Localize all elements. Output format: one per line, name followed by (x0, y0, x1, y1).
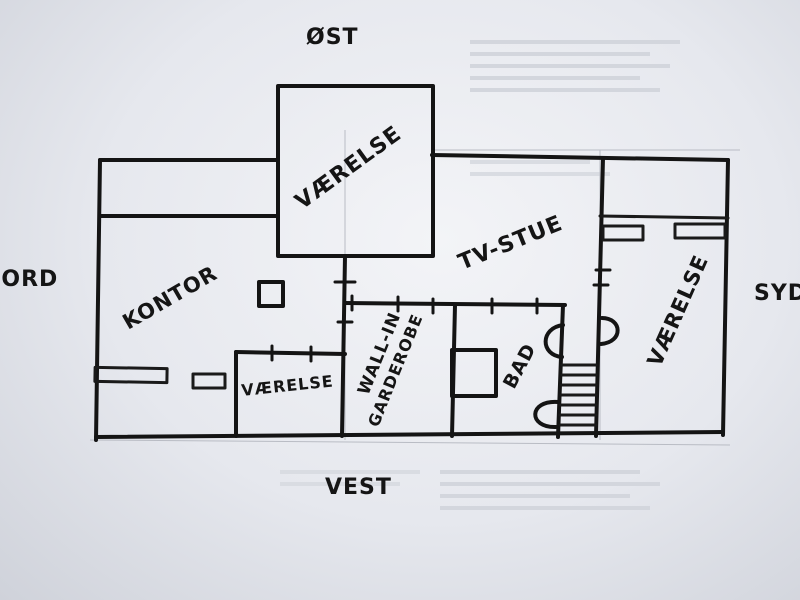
toilet (533, 399, 560, 430)
fixtures (257, 280, 620, 430)
interior-walls (234, 156, 605, 439)
stairs (558, 363, 598, 427)
compass-south-label: SYD (754, 281, 800, 306)
room-label-tv-stue: TV-STUE (455, 211, 567, 276)
room-label-top-bedroom: VÆRELSE (291, 121, 407, 215)
compass-east-label: ØST (306, 25, 359, 50)
top-bedroom-outline (276, 84, 435, 258)
sink (543, 323, 565, 359)
show-through-text (280, 40, 680, 510)
room-label-small-bedroom: VÆRELSE (240, 371, 334, 400)
room-label-right-bedroom: VÆRELSE (643, 251, 713, 370)
room-label-kontor: KONTOR (119, 261, 222, 334)
chimney (257, 280, 285, 308)
bathtub (450, 348, 498, 398)
window-markers (93, 214, 730, 390)
door-ticks (270, 268, 612, 363)
right-bedroom-door (599, 316, 620, 346)
compass-west-label: VEST (325, 475, 392, 500)
room-label-bad: BAD (499, 340, 541, 393)
outer-walls (94, 153, 730, 442)
compass-north-label: NORD (0, 267, 58, 292)
